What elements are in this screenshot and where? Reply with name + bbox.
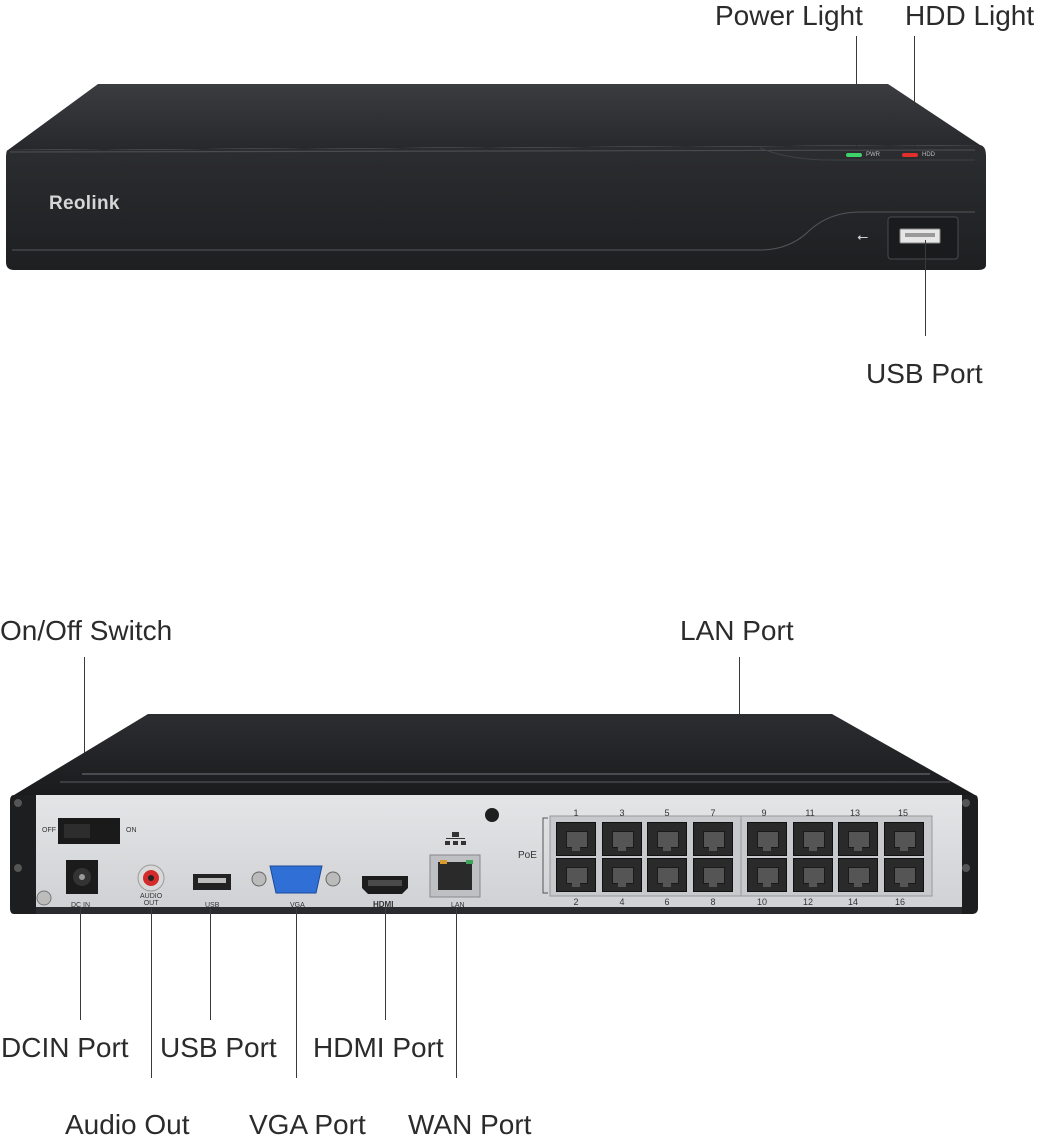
- hdd-light-leader: [914, 36, 915, 154]
- hdd-light-callout: HDD Light: [905, 0, 1035, 31]
- network-icon: [445, 832, 466, 845]
- usb-icon: ⭠: [857, 228, 869, 244]
- poe-port-4: [602, 858, 642, 892]
- poe-port-14: [838, 858, 878, 892]
- vga-port-callout: VGA Port: [249, 1109, 366, 1140]
- port-number-top: 11: [805, 808, 815, 818]
- wan-port-callout: WAN Port: [408, 1109, 532, 1140]
- poe-port-15: [884, 822, 924, 856]
- poe-port-3: [602, 822, 642, 856]
- hdmi-label: HDMI: [373, 900, 394, 909]
- poe-port-2: [556, 858, 596, 892]
- poe-port-8: [693, 858, 733, 892]
- lan-label: LAN: [451, 902, 465, 909]
- poe-port-11: [793, 822, 833, 856]
- port-number-top: 13: [849, 808, 860, 818]
- brand-logo: Reolink: [49, 193, 120, 214]
- usb-port-callout: USB Port: [160, 1032, 277, 1063]
- vga-port: [269, 865, 323, 894]
- port-number-top: 7: [710, 808, 716, 818]
- port-number-bottom: 14: [847, 897, 858, 907]
- hdmi-port-callout: HDMI Port: [313, 1032, 444, 1063]
- front-usb-leader: [925, 240, 926, 336]
- port-number-bottom: 10: [756, 897, 767, 907]
- port-number-top: 3: [619, 808, 625, 818]
- port-number-top: 5: [664, 808, 670, 818]
- poe-port-9: [747, 822, 787, 856]
- poe-port-5: [647, 822, 687, 856]
- front-top-surface: [8, 84, 980, 150]
- usb-label: USB: [205, 902, 220, 909]
- dcin-leader: [80, 908, 81, 1020]
- poe-port-6: [647, 858, 687, 892]
- left-ear: [10, 795, 36, 914]
- power-light-callout: Power Light: [715, 0, 863, 31]
- poe-label: PoE: [518, 850, 537, 861]
- port-number-top: 15: [897, 808, 908, 818]
- pwr-led-label: PWR: [866, 152, 880, 158]
- hdmi-leader: [385, 908, 386, 1020]
- wan-leader: [456, 908, 457, 1078]
- hdd-led: [902, 153, 918, 157]
- dc-in-label: DC IN: [71, 902, 91, 909]
- right-ear: [960, 795, 978, 914]
- port-number-bottom: 6: [664, 897, 670, 907]
- vga-label: VGA: [290, 902, 305, 909]
- rear-vents: [60, 773, 950, 783]
- vga-leader: [296, 908, 297, 1078]
- poe-port-13: [838, 822, 878, 856]
- lan-port-callout: LAN Port: [680, 615, 794, 646]
- poe-port-1: [556, 822, 596, 856]
- port-number-bottom: 2: [573, 897, 579, 907]
- audio-out-callout: Audio Out: [65, 1109, 190, 1140]
- hdd-led-label: HDD: [922, 152, 935, 158]
- pwr-led: [846, 153, 862, 157]
- dcin-port-callout: DCIN Port: [1, 1032, 129, 1063]
- port-number-bottom: 12: [802, 897, 813, 907]
- port-number-bottom: 4: [619, 897, 625, 907]
- port-number-bottom: 8: [710, 897, 716, 907]
- port-number-top: 9: [761, 808, 767, 818]
- switch-leader: [84, 657, 85, 829]
- audio-out-leader: [151, 908, 152, 1078]
- port-number-top: 1: [573, 808, 579, 818]
- on-off-switch-callout: On/Off Switch: [0, 615, 173, 646]
- switch-on-label: ON: [126, 827, 137, 834]
- usb-leader: [210, 908, 211, 1020]
- audio-out-label: AUDIO OUT: [140, 893, 163, 907]
- poe-port-10: [747, 858, 787, 892]
- front-usb-callout: USB Port: [866, 358, 983, 389]
- front-face: [6, 145, 986, 270]
- poe-port-12: [793, 858, 833, 892]
- port-number-bottom: 16: [894, 897, 905, 907]
- nvr-front-illustration: [6, 84, 986, 270]
- switch-off-label: OFF: [42, 827, 56, 834]
- poe-port-16: [884, 858, 924, 892]
- poe-port-7: [693, 822, 733, 856]
